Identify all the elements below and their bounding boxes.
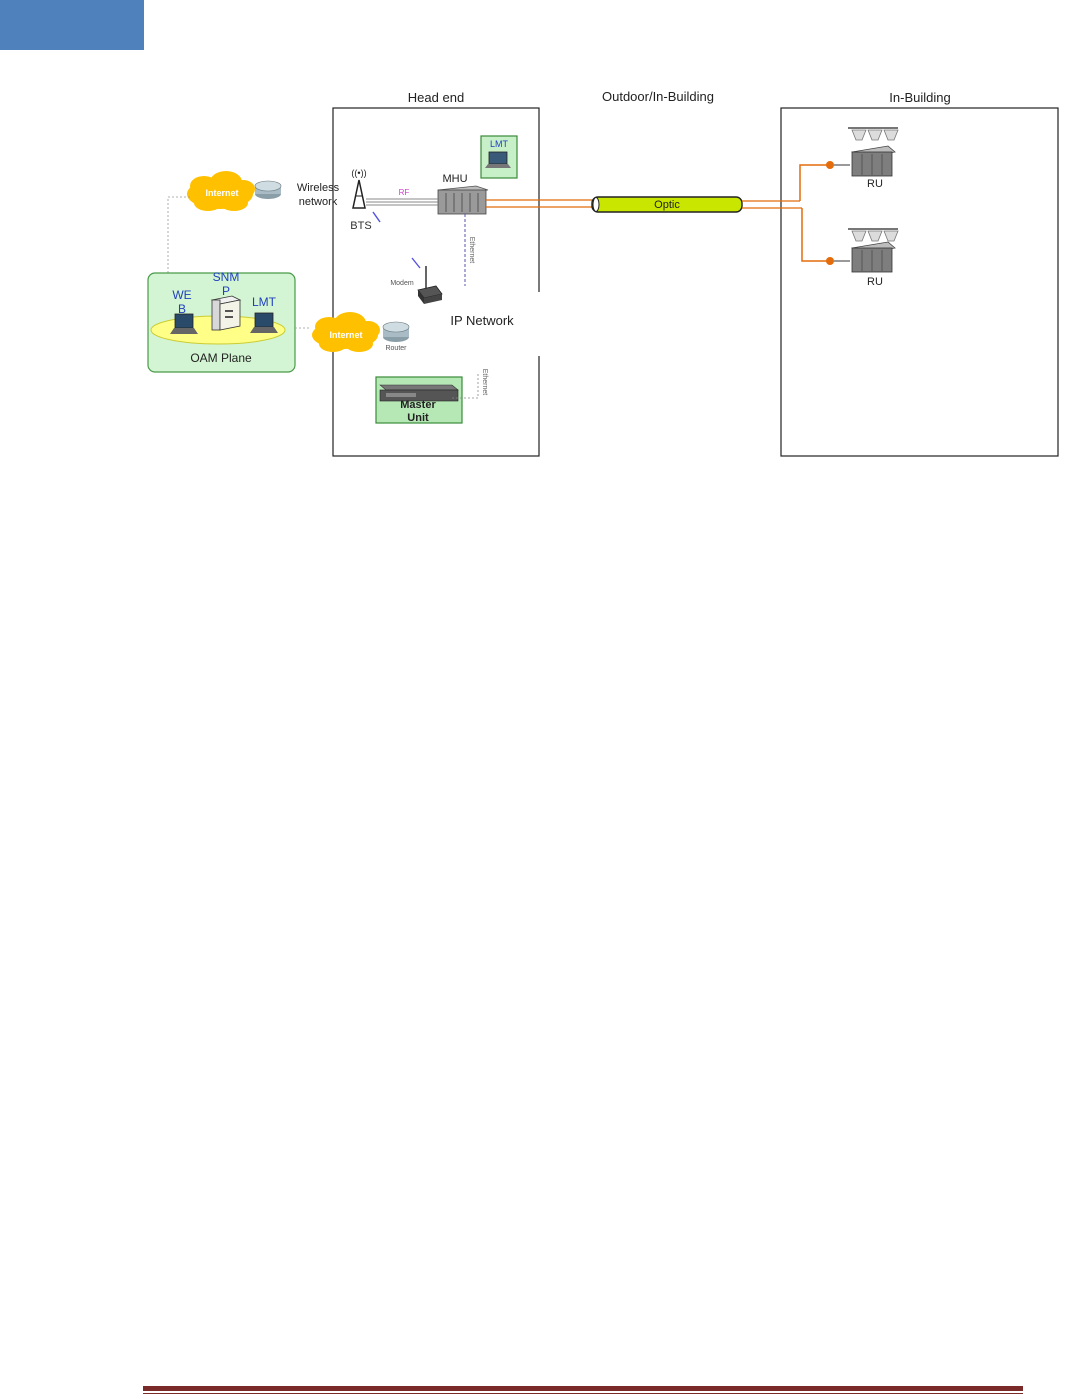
internet-cloud-mid: Internet <box>312 312 380 352</box>
footer-rule <box>143 1386 1023 1391</box>
snmp-server-icon <box>212 296 240 330</box>
mhu-label: MHU <box>442 173 467 185</box>
master-label-line2: Unit <box>407 412 429 424</box>
rf-label: RF <box>399 188 410 197</box>
ru-top-node: RU <box>848 128 898 190</box>
ru-bottom-node: RU <box>848 229 898 288</box>
internet-mid-label: Internet <box>329 330 362 340</box>
svg-text:((•)): ((•)) <box>351 168 366 178</box>
wireless-label: Wireless <box>297 182 340 194</box>
in-building-title: In-Building <box>889 90 950 105</box>
oam-web-line1: WE <box>172 288 191 302</box>
router-mid-icon <box>383 322 409 342</box>
oam-plane-label: OAM Plane <box>190 351 252 365</box>
footer-rule-thin <box>143 1393 1023 1394</box>
optic-cable: Optic <box>592 197 742 212</box>
ru-box-icon <box>852 146 895 176</box>
ru-bottom-label: RU <box>867 276 883 288</box>
antenna-cluster-icon <box>848 229 898 241</box>
ip-network-label: IP Network <box>450 313 514 328</box>
network-diagram: Head end Outdoor/In-Building In-Building… <box>0 0 1083 470</box>
master-unit-node: Master Unit <box>376 377 462 424</box>
ethernet-bottom-label: Ethernet <box>481 369 488 396</box>
bts-label: BTS <box>350 220 371 232</box>
router-top-icon <box>255 181 281 199</box>
outdoor-title: Outdoor/In-Building <box>602 89 714 104</box>
oam-snmp-line2: P <box>222 284 230 298</box>
ethernet-top-label: Ethernet <box>468 237 475 264</box>
laptop-icon <box>485 152 511 168</box>
head-end-title: Head end <box>408 90 464 105</box>
modem-icon <box>412 258 442 304</box>
lmt-top-label: LMT <box>490 139 509 149</box>
network-label: network <box>299 196 338 208</box>
internet-top-label: Internet <box>205 188 238 198</box>
oam-lmt: LMT <box>252 295 277 309</box>
optic-label: Optic <box>654 199 680 211</box>
ru-top-label: RU <box>867 178 883 190</box>
rf-link <box>366 199 438 205</box>
oam-plane-group: WE B SNM P LMT OAM Plane <box>148 270 310 372</box>
modem-label: Modem <box>390 280 414 287</box>
oam-snmp-line1: SNM <box>213 270 240 284</box>
master-label-line1: Master <box>400 399 436 411</box>
internet-cloud-top: Internet <box>187 171 255 211</box>
router-label: Router <box>385 345 407 352</box>
bts-antenna-icon: ((•)) <box>351 168 380 222</box>
mhu-rack-icon <box>438 186 488 214</box>
antenna-cluster-icon <box>848 128 898 140</box>
ru-box-icon <box>852 242 895 272</box>
in-building-box <box>781 108 1058 456</box>
lmt-top-node: LMT <box>481 136 517 178</box>
fiber-optic-ru <box>742 161 850 265</box>
